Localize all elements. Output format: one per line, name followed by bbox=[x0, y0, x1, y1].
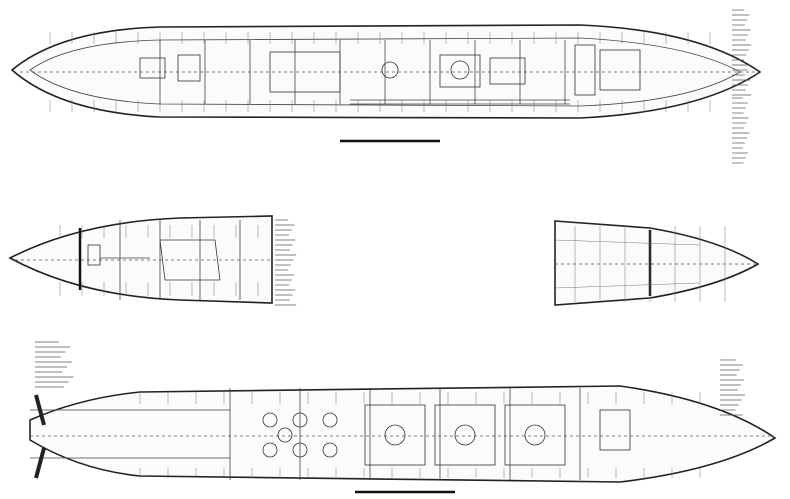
lower-deck-plan bbox=[29, 385, 777, 494]
legend-bottom-left bbox=[35, 341, 74, 388]
drawing-line bbox=[554, 239, 701, 246]
machinery-cylinder bbox=[262, 412, 278, 428]
machinery-cylinder bbox=[292, 442, 308, 458]
legend-middle bbox=[275, 219, 297, 306]
legend-top-right bbox=[732, 9, 752, 164]
drawing-line bbox=[554, 282, 701, 289]
machinery-cylinder bbox=[277, 427, 293, 443]
machinery-cylinder bbox=[292, 412, 308, 428]
stern-deck-plan bbox=[554, 220, 760, 306]
machinery-cylinder bbox=[322, 412, 338, 428]
forward-deck-plan bbox=[8, 215, 273, 304]
machinery-cylinder bbox=[262, 442, 278, 458]
machinery-cylinder bbox=[322, 442, 338, 458]
upper-deck-plan bbox=[10, 24, 762, 143]
legend-bottom-right bbox=[720, 359, 745, 416]
